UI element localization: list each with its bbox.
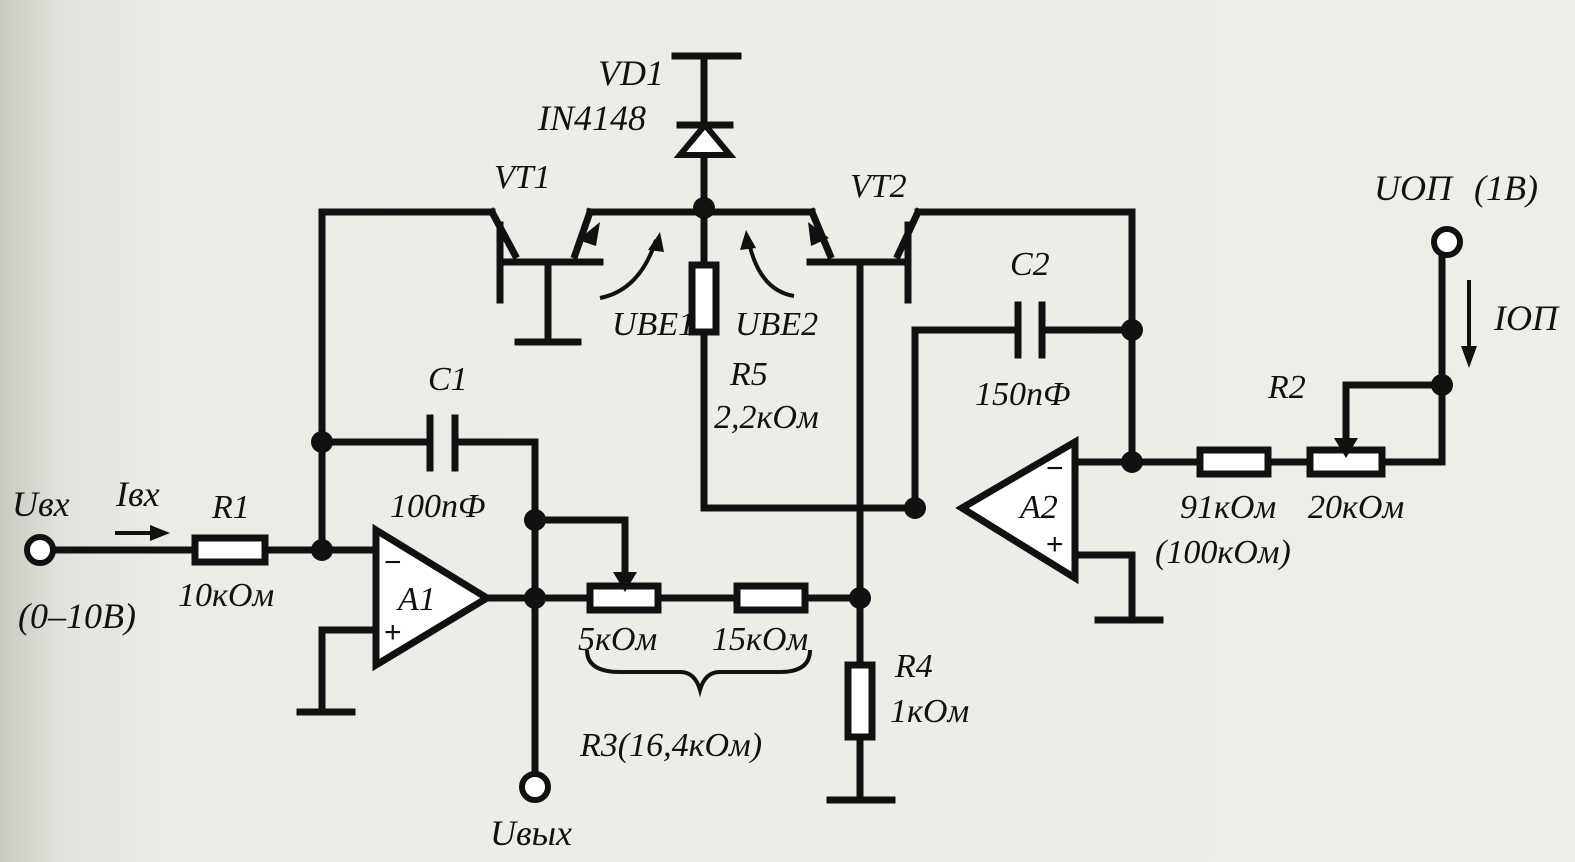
- junction-a1-in: [311, 539, 333, 561]
- vt1-collector-leg: [487, 207, 520, 260]
- vt1-emitter-leg: [570, 207, 595, 260]
- r3-brace: [585, 649, 812, 698]
- a1-label: A1: [396, 581, 436, 618]
- vt1-label: VT1: [494, 159, 551, 196]
- r2-wiper-arrow: [1334, 438, 1358, 458]
- r4-value: 1кОм: [890, 693, 969, 730]
- uop-value: (1В): [1474, 168, 1538, 208]
- a2-minus-sign: −: [1046, 452, 1064, 485]
- resistor-r5: [688, 261, 720, 336]
- junction-r2-wiper: [1431, 374, 1453, 396]
- terminal-uvx: [24, 534, 56, 566]
- r2-pot-value: 20кОм: [1308, 489, 1404, 526]
- r4-label: R4: [894, 648, 933, 685]
- wire-a1-plus: [318, 626, 380, 716]
- ube2-arrowhead: [740, 230, 756, 250]
- uvx-range: (0–10В): [18, 596, 136, 636]
- opamp-a1-triangle: [372, 523, 494, 672]
- r2-total-value: (100кОм): [1155, 534, 1291, 571]
- r5-label: R5: [729, 356, 768, 393]
- c1-label: C1: [428, 361, 468, 398]
- vt2-label: VT2: [850, 168, 907, 205]
- r1-label: R1: [211, 489, 250, 526]
- vt2-collector-leg: [893, 207, 923, 260]
- r1-value: 10кОм: [178, 577, 274, 614]
- r3-total-value: R3(16,4кОм): [579, 727, 762, 764]
- junction-a1-out: [524, 587, 546, 609]
- a2-label: A2: [1018, 489, 1058, 526]
- c1-value: 100пФ: [390, 488, 485, 525]
- junction-r3-wiper: [524, 509, 546, 531]
- junction-c2-right: [1121, 319, 1143, 341]
- vd1-label: VD1: [598, 53, 664, 93]
- uvx-label: Uвх: [12, 484, 70, 524]
- ube2-label: UBE2: [735, 306, 818, 343]
- resistor-r3-fixed: [733, 582, 809, 614]
- ube1-arrowhead: [648, 232, 664, 252]
- vt2-emitter-arrow: [808, 222, 829, 246]
- iop-label: IОП: [1493, 298, 1560, 338]
- r2-fixed-value: 91кОм: [1180, 489, 1276, 526]
- vt1-emitter-arrow: [578, 222, 600, 246]
- iop-arrowhead: [1461, 346, 1477, 368]
- wire-c2-left: [911, 326, 1022, 512]
- junction-r4-top: [849, 587, 871, 609]
- capacitor-c2: [1014, 301, 1046, 359]
- wire-r2-wiper: [1342, 381, 1446, 449]
- transistor-vt1: [487, 207, 600, 304]
- ube1-arrow: [599, 239, 658, 300]
- ivx-arrowhead: [150, 525, 170, 541]
- terminal-uop: [1431, 226, 1463, 258]
- ube1-label: UBE1: [612, 306, 695, 343]
- wire-a2-plus: [1071, 551, 1136, 624]
- resistor-r4: [844, 661, 876, 741]
- r3-wiper-arrow: [613, 572, 637, 592]
- r2-label: R2: [1267, 369, 1306, 406]
- uvyx-label: Uвых: [490, 813, 572, 853]
- r3-fixed-value: 15кОм: [712, 621, 808, 658]
- wire-c1-right: [451, 438, 539, 602]
- c2-label: C2: [1010, 246, 1050, 283]
- terminal-uvyx: [519, 771, 551, 803]
- resistor-r1: [191, 534, 269, 566]
- junctions: [311, 197, 1453, 609]
- vd1-type-label: IN4148: [537, 98, 646, 138]
- uop-label: UОП: [1374, 168, 1454, 208]
- a1-plus-sign: +: [384, 616, 402, 649]
- junction-a2-in: [904, 497, 926, 519]
- transistor-vt2: [807, 207, 923, 304]
- wire-vt2-collector: [914, 208, 1136, 466]
- opamp-a2-triangle: [955, 435, 1079, 585]
- r5-value: 2,2кОм: [714, 399, 819, 436]
- a1-minus-sign: −: [384, 546, 402, 579]
- opamp-a1: [372, 523, 494, 672]
- wire-r3-wiper: [531, 516, 629, 582]
- junction-c1-left: [311, 431, 333, 453]
- diode-vd1: [673, 120, 737, 158]
- r3-pot-value: 5кОм: [578, 621, 657, 658]
- ivx-label: Iвх: [115, 474, 160, 514]
- c2-value: 150пФ: [975, 376, 1070, 413]
- capacitor-c1: [426, 414, 459, 472]
- a2-plus-sign: +: [1046, 528, 1064, 561]
- wire-r2-right: [1378, 381, 1446, 466]
- diode-triangle: [673, 120, 737, 158]
- junction-a2-out: [1121, 451, 1143, 473]
- wire-r5-bottom: [700, 328, 919, 512]
- resistor-r2-fixed: [1196, 446, 1272, 478]
- opamp-a2: [955, 435, 1079, 585]
- junction-emitters: [693, 197, 715, 219]
